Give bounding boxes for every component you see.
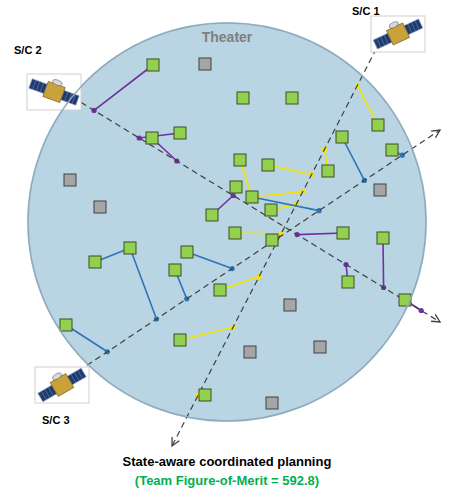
target-square — [230, 181, 242, 193]
route-line — [180, 327, 233, 340]
route-line — [268, 165, 312, 175]
target-square — [174, 127, 186, 139]
ground-track — [172, 22, 390, 446]
route-line — [297, 233, 343, 235]
target-square — [60, 319, 72, 331]
targets — [60, 58, 411, 409]
label-holder: S/C 1 — [352, 1, 396, 19]
label-holder: S/C 2 — [14, 40, 58, 58]
target-square — [337, 227, 349, 239]
target-square — [372, 119, 384, 131]
target-square — [89, 256, 101, 268]
route-line — [95, 248, 157, 319]
spacecraft-icon — [34, 362, 89, 405]
theater-region: Theater — [27, 22, 427, 422]
target-square — [322, 165, 334, 177]
spacecraft-icon — [370, 12, 425, 52]
target-square — [94, 201, 106, 213]
target-square — [147, 59, 159, 71]
target-square — [377, 232, 389, 244]
target-square — [286, 92, 298, 104]
target-square — [265, 204, 277, 216]
target-square — [214, 284, 226, 296]
target-square — [262, 159, 274, 171]
target-square — [386, 144, 398, 156]
target-square — [229, 227, 241, 239]
target-square — [237, 92, 249, 104]
route-line — [342, 137, 364, 180]
label-holder: S/C 3 — [42, 410, 86, 428]
spacecraft-label: S/C 1 — [352, 5, 380, 17]
spacecraft-label: S/C 2 — [14, 44, 42, 56]
route-line — [187, 252, 232, 269]
route-line — [382, 238, 384, 288]
target-square — [246, 191, 258, 203]
figure-of-merit: (Team Figure-of-Merit = 592.8) — [135, 473, 319, 488]
target-square — [169, 264, 181, 276]
route-line — [94, 65, 153, 110]
task-routes — [66, 65, 424, 398]
route-dot — [257, 274, 262, 279]
target-square — [399, 294, 411, 306]
theater-outline — [27, 22, 427, 422]
spacecraft-label: S/C 3 — [42, 414, 70, 426]
theater-ground — [27, 22, 427, 422]
route-dot — [231, 193, 236, 198]
target-square — [244, 346, 256, 358]
target-square — [314, 341, 326, 353]
target-square — [199, 389, 211, 401]
target-square — [234, 154, 246, 166]
target-square — [374, 184, 386, 196]
spacecraft-icon — [27, 72, 82, 110]
route-line — [252, 197, 319, 211]
target-square — [199, 58, 211, 70]
target-square — [64, 174, 76, 186]
ground-track — [64, 92, 440, 322]
target-square — [266, 397, 278, 409]
figure-caption: State-aware coordinated planning — [121, 454, 334, 469]
target-square — [174, 334, 186, 346]
target-square — [266, 234, 278, 246]
route-dot — [137, 135, 142, 140]
target-square — [336, 131, 348, 143]
target-square — [146, 132, 158, 144]
route-dot — [419, 308, 424, 313]
target-square — [284, 299, 296, 311]
target-square — [181, 246, 193, 258]
target-square — [124, 242, 136, 254]
region-title: Theater — [27, 29, 427, 45]
caption-holder: State-aware coordinated planning — [0, 452, 454, 470]
label-holder: (Team Figure-of-Merit = 592.8) — [0, 471, 454, 489]
ground-tracks — [62, 22, 440, 446]
target-square — [342, 276, 354, 288]
target-square — [206, 209, 218, 221]
